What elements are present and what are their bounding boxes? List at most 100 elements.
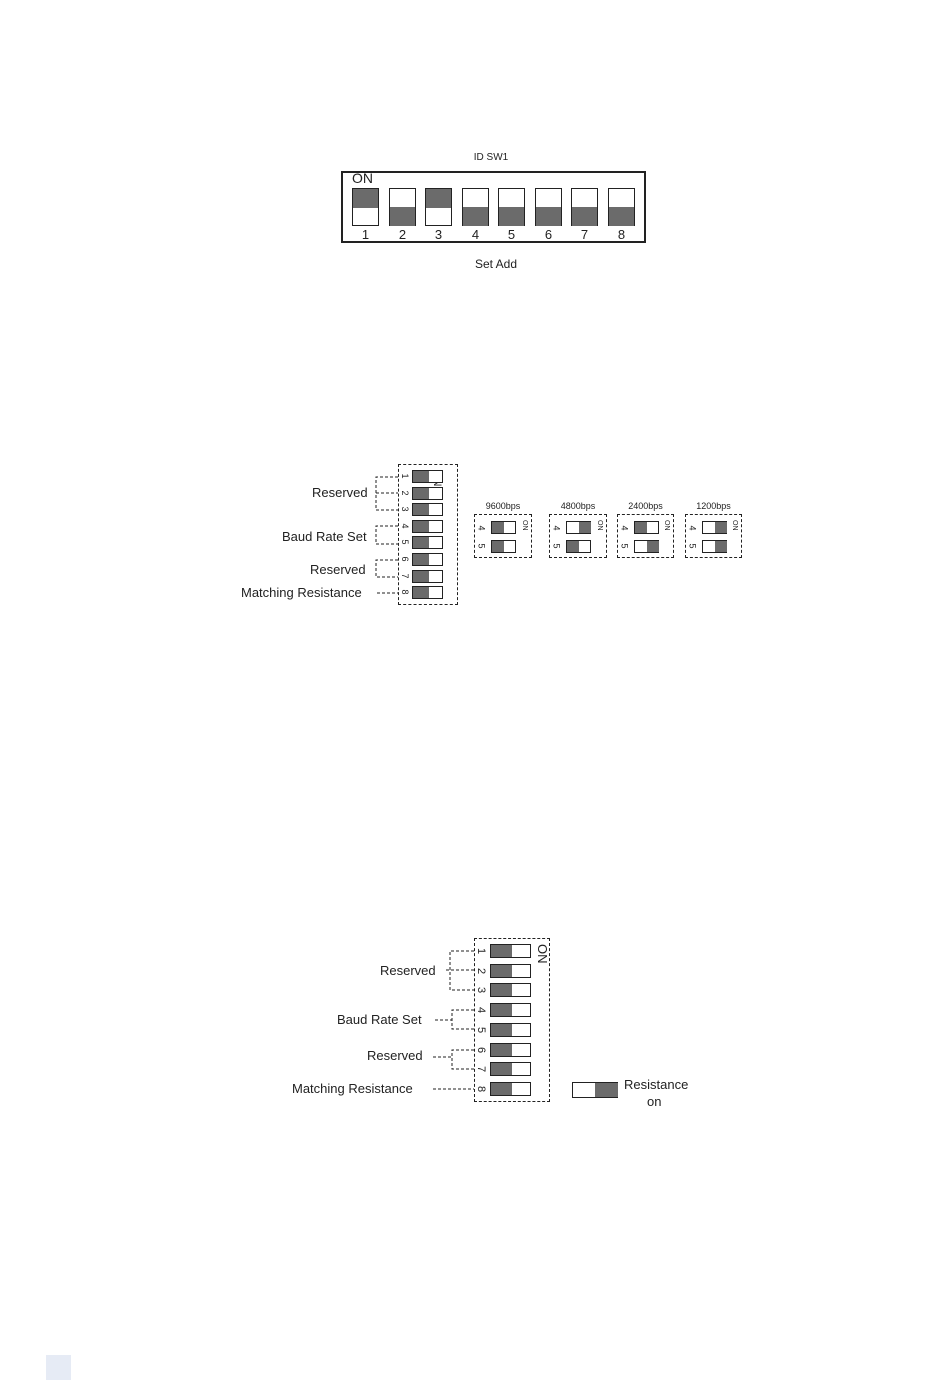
label-reserved-top: Reserved <box>312 485 368 500</box>
baud-option-knob <box>492 541 504 552</box>
baud-switch-knob <box>413 554 429 565</box>
bracket-baud-rate <box>376 526 398 544</box>
baud-dip-switch <box>398 464 458 605</box>
baud-option-num5: 5 <box>688 543 698 548</box>
baud-switch-number: 8 <box>400 587 410 597</box>
bracket2-baud-rate <box>452 1010 474 1029</box>
resistance-switch <box>490 944 531 958</box>
resistance-switch-number: 4 <box>475 1004 487 1016</box>
baud-switch-knob <box>413 521 429 532</box>
baud-option-rate: 2400bps <box>617 501 674 511</box>
baud-option-knob <box>579 522 591 533</box>
baud-option-rate: 9600bps <box>474 501 532 511</box>
baud-option-switch4 <box>566 521 591 534</box>
baud-option-num5: 5 <box>552 543 562 548</box>
baud-option-switch4 <box>702 521 727 534</box>
baud-option-box: 4 5 ON <box>549 514 607 558</box>
resistance-switch-knob <box>491 1063 512 1075</box>
baud-option-knob <box>567 541 579 552</box>
resistance-switch <box>490 1082 531 1096</box>
baud-option-num4: 4 <box>477 525 487 530</box>
baud-option-knob <box>715 522 727 533</box>
baud-switch <box>412 536 443 549</box>
baud-option-knob <box>647 541 659 552</box>
baud-switch-number: 5 <box>400 537 410 547</box>
baud-switch <box>412 503 443 516</box>
legend-label-line1: Resistance <box>624 1077 688 1092</box>
label2-baud-rate-set: Baud Rate Set <box>337 1012 422 1027</box>
bracket-reserved-bottom <box>376 560 398 577</box>
baud-option-box: 4 5 ON <box>617 514 674 558</box>
label-matching-resistance: Matching Resistance <box>241 585 362 600</box>
legend-label-line2: on <box>647 1094 661 1109</box>
resistance-switch <box>490 1062 531 1076</box>
baud-switch-knob <box>413 537 429 548</box>
baud-option-switch4 <box>491 521 516 534</box>
baud-switch-number: 2 <box>400 488 410 498</box>
baud-option-switch5 <box>566 540 591 553</box>
baud-option-knob <box>715 541 727 552</box>
resistance-switch-knob <box>491 1044 512 1056</box>
baud-switch-knob <box>413 587 429 598</box>
baud-switch <box>412 570 443 583</box>
resistance-switch-knob <box>491 965 512 977</box>
baud-switch-knob <box>413 471 429 482</box>
resistance-switch <box>490 983 531 997</box>
label2-reserved-top: Reserved <box>380 963 436 978</box>
baud-option-switch5 <box>491 540 516 553</box>
baud-switch <box>412 586 443 599</box>
resistance-switch-number: 7 <box>475 1063 487 1075</box>
baud-option-num4: 4 <box>688 525 698 530</box>
resistance-switch-number: 1 <box>475 945 487 957</box>
legend-switch-knob <box>595 1083 618 1097</box>
baud-option-on-label: ON <box>521 520 528 531</box>
resistance-switch-knob <box>491 945 512 957</box>
baud-option-box: 4 5 ON <box>685 514 742 558</box>
resistance-switch <box>490 1003 531 1017</box>
baud-option-box: 4 5 ON <box>474 514 532 558</box>
baud-switch-number: 6 <box>400 554 410 564</box>
legend-switch <box>572 1082 618 1098</box>
baud-switch-knob <box>413 488 429 499</box>
resistance-switch <box>490 964 531 978</box>
baud-option-on-label: ON <box>663 520 670 531</box>
baud-switch-number: 1 <box>400 471 410 481</box>
baud-option-knob <box>635 522 647 533</box>
baud-option-num4: 4 <box>552 525 562 530</box>
baud-switch-knob <box>413 571 429 582</box>
resistance-switch-knob <box>491 1083 512 1095</box>
resistance-switch <box>490 1023 531 1037</box>
resistance-switch-number: 2 <box>475 965 487 977</box>
label2-matching-resistance: Matching Resistance <box>292 1081 413 1096</box>
label-reserved-bottom: Reserved <box>310 562 366 577</box>
baud-option-on-label: ON <box>596 520 603 531</box>
baud-option-on-label: ON <box>731 520 738 531</box>
baud-switch <box>412 553 443 566</box>
resistance-dip-on-label: ON <box>535 944 550 964</box>
baud-option-num5: 5 <box>620 543 630 548</box>
baud-option-knob <box>492 522 504 533</box>
baud-switch <box>412 470 443 483</box>
baud-option-switch5 <box>634 540 659 553</box>
baud-switch <box>412 487 443 500</box>
baud-option-num5: 5 <box>477 543 487 548</box>
resistance-switch-knob <box>491 1004 512 1016</box>
bracket2-reserved-bottom <box>452 1050 474 1069</box>
baud-switch-number: 3 <box>400 504 410 514</box>
page-corner-badge <box>46 1355 71 1380</box>
resistance-switch-knob <box>491 984 512 996</box>
baud-option-num4: 4 <box>620 525 630 530</box>
resistance-switch-number: 3 <box>475 984 487 996</box>
baud-option-switch4 <box>634 521 659 534</box>
resistance-switch-number: 5 <box>475 1024 487 1036</box>
baud-option-rate: 4800bps <box>549 501 607 511</box>
label-baud-rate-set: Baud Rate Set <box>282 529 367 544</box>
baud-switch-number: 4 <box>400 521 410 531</box>
baud-switch <box>412 520 443 533</box>
baud-switch-number: 7 <box>400 571 410 581</box>
baud-option-rate: 1200bps <box>685 501 742 511</box>
resistance-switch-number: 8 <box>475 1083 487 1095</box>
baud-switch-knob <box>413 504 429 515</box>
resistance-switch-knob <box>491 1024 512 1036</box>
